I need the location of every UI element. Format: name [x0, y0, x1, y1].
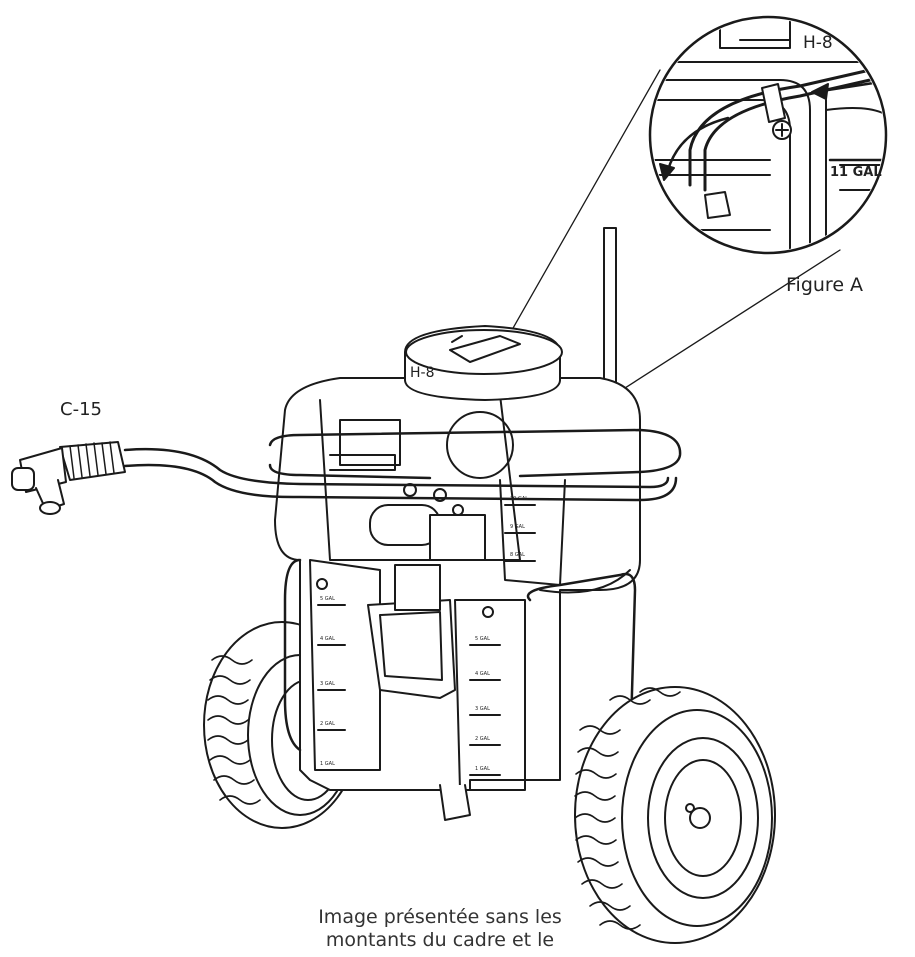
svg-text:2 GAL: 2 GAL — [475, 736, 490, 742]
caption-line-1: Image présentée sans les — [318, 906, 562, 928]
main-callout-label: H-8 — [410, 365, 435, 381]
level-gauge-left: 5 GAL 4 GAL 3 GAL 2 GAL 1 GAL — [320, 596, 335, 767]
svg-text:3 GAL: 3 GAL — [475, 706, 490, 712]
svg-text:4 GAL: 4 GAL — [475, 671, 490, 677]
zoom-tank-mark: 11 GAL — [830, 165, 882, 180]
frame-bolt — [482, 606, 494, 618]
figure-caption: Image présentée sans les montants du cad… — [270, 906, 610, 952]
hose-callout-label: C-15 — [60, 399, 102, 420]
zoom-callout-label: H-8 — [803, 33, 833, 53]
pump-assembly — [329, 419, 486, 561]
svg-text:4 GAL: 4 GAL — [320, 636, 335, 642]
figure-label: Figure A — [786, 274, 863, 296]
zoom-detail: 11 GAL H-8 — [648, 15, 888, 255]
svg-text:1 GAL: 1 GAL — [320, 761, 335, 767]
svg-text:3 GAL: 3 GAL — [320, 681, 335, 687]
detail-circle — [446, 411, 514, 479]
svg-text:5 GAL: 5 GAL — [320, 596, 335, 602]
spray-wand — [603, 227, 617, 394]
battery-holder — [367, 564, 456, 699]
svg-text:2 GAL: 2 GAL — [320, 721, 335, 727]
drain-valve — [439, 784, 471, 821]
svg-text:8 GAL: 8 GAL — [510, 552, 525, 558]
tank — [274, 377, 641, 791]
spray-nozzle — [11, 441, 126, 515]
level-gauge-right: 5 GAL 4 GAL 3 GAL 2 GAL 1 GAL — [475, 636, 490, 772]
level-gauge-upper: 10 GAL 9 GAL 8 GAL — [510, 496, 528, 558]
caption-line-2: montants du cadre et le — [325, 929, 555, 951]
right-wheel — [574, 686, 776, 944]
svg-text:10 GAL: 10 GAL — [510, 496, 528, 502]
svg-text:1 GAL: 1 GAL — [475, 766, 490, 772]
svg-text:5 GAL: 5 GAL — [475, 636, 490, 642]
hose — [123, 428, 682, 502]
svg-text:9 GAL: 9 GAL — [510, 524, 525, 530]
tank-cap — [404, 325, 563, 401]
frame-bolt — [316, 578, 328, 590]
